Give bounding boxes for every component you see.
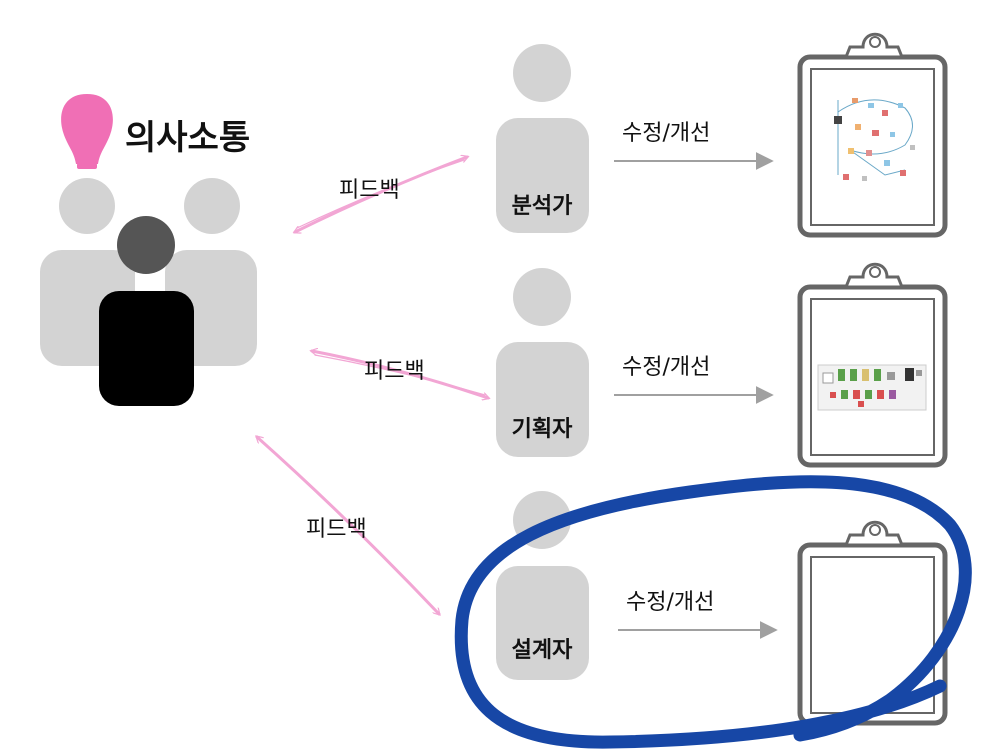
- feedback-arrow-3: [257, 437, 439, 614]
- flowchart-thumbnail: [834, 98, 915, 181]
- designer-body: [496, 566, 589, 680]
- role-name-designer: 설계자: [512, 638, 573, 663]
- improve-label-2: 수정/개선: [622, 355, 710, 380]
- left-person-head: [59, 178, 115, 234]
- analyst-body: [496, 118, 589, 233]
- planner-head: [513, 268, 571, 326]
- feedback-label-2: 피드백: [364, 359, 425, 384]
- group-title: 의사소통: [125, 118, 250, 158]
- planner-body: [496, 342, 589, 457]
- role-designer: 설계자: [496, 491, 589, 680]
- wireframe-thumbnail: [817, 364, 927, 411]
- role-planner: 기획자: [496, 268, 589, 457]
- role-analyst: 분석가: [496, 44, 589, 233]
- feedback-label-1: 피드백: [339, 178, 400, 203]
- people-group-icon: [40, 178, 257, 406]
- feedback-arrow-2: [312, 351, 488, 398]
- right-person-head: [184, 178, 240, 234]
- feedback-arrow-1: [295, 157, 467, 232]
- center-person-body: [99, 291, 194, 406]
- lightbulb-icon: [61, 94, 113, 169]
- feedback-label-3: 피드백: [306, 517, 367, 542]
- center-person-head: [117, 216, 175, 274]
- improve-label-1: 수정/개선: [622, 121, 710, 146]
- clipboard-icon-1: [797, 32, 948, 238]
- analyst-head: [513, 44, 571, 102]
- highlight-loop: [454, 475, 972, 749]
- role-name-analyst: 분석가: [512, 194, 573, 219]
- improve-label-3: 수정/개선: [626, 590, 714, 615]
- role-name-planner: 기획자: [512, 417, 573, 442]
- clipboard-icon-2: [797, 262, 948, 468]
